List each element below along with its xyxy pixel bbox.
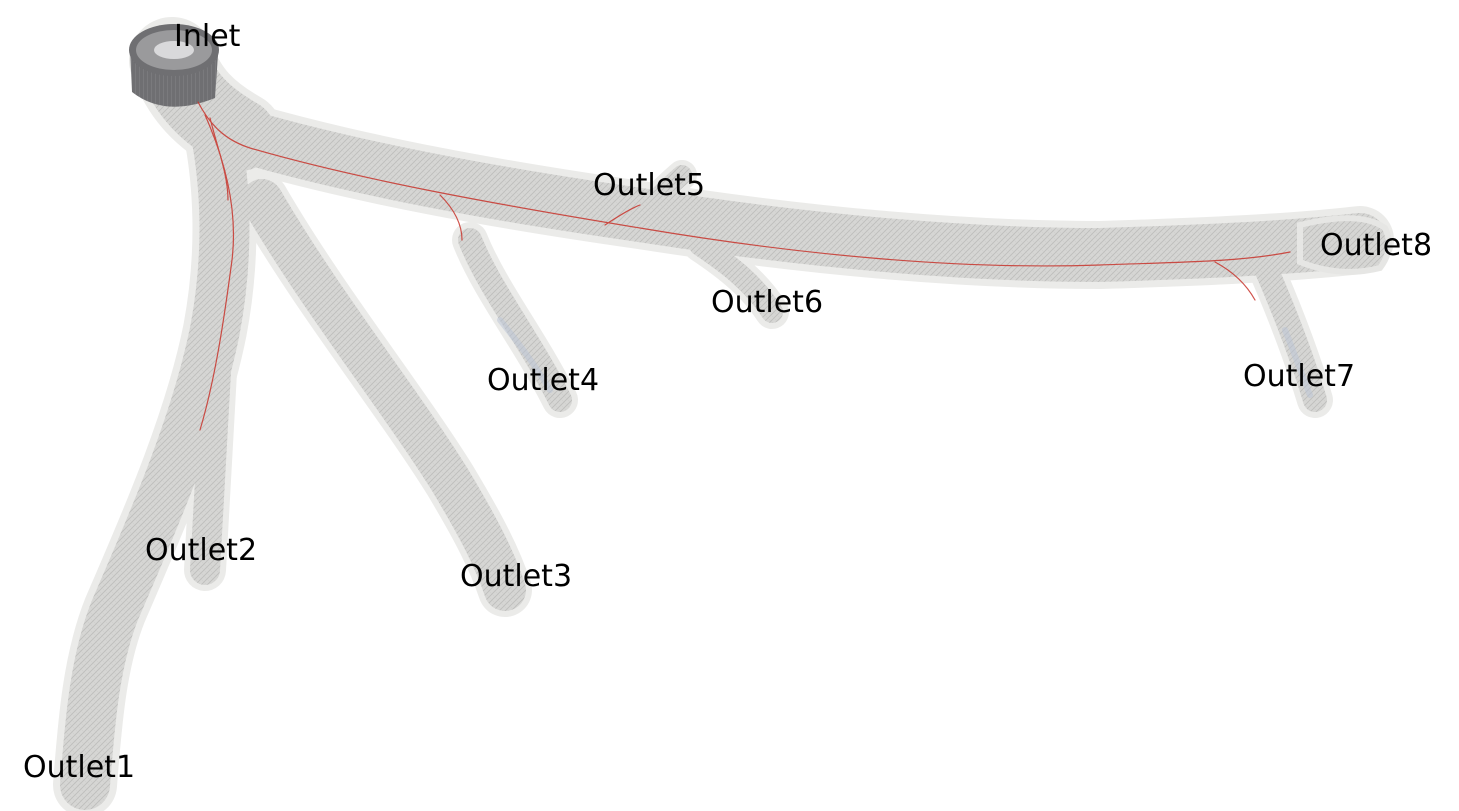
outlet4-label: Outlet4 [487,363,600,398]
outlet2-branch [190,285,235,585]
outlet7-label: Outlet7 [1243,359,1356,394]
outlet8-branch [213,108,1387,282]
branch-end-tint [497,317,1313,398]
outlet2-label: Outlet2 [145,533,258,568]
outlet4-branch [458,228,572,412]
outlet6-branch [689,234,783,323]
outlet5-label: Outlet5 [593,168,706,203]
centerline-outlet7 [1214,261,1256,301]
outlet1-label: Outlet1 [23,750,136,785]
inlet-label: Inlet [174,19,241,54]
outlet5-branch [630,165,692,225]
centerline-outlet5 [604,204,641,226]
outlet6-label: Outlet6 [711,285,824,320]
outlet3-label: Outlet3 [460,559,573,594]
outlet7-branch [1248,243,1327,412]
centerline-outlet4 [439,194,463,241]
centerline-outlet1-b [209,117,229,201]
outlet8-label: Outlet8 [1320,228,1433,263]
outlet8-end [1297,215,1392,275]
centerline-main [197,101,1291,267]
centerline [197,101,1291,431]
inlet-cylinder [129,24,219,107]
outlet3-branch [241,179,526,611]
vessel-mesh [60,24,1387,810]
outlet1-branch [60,105,250,810]
